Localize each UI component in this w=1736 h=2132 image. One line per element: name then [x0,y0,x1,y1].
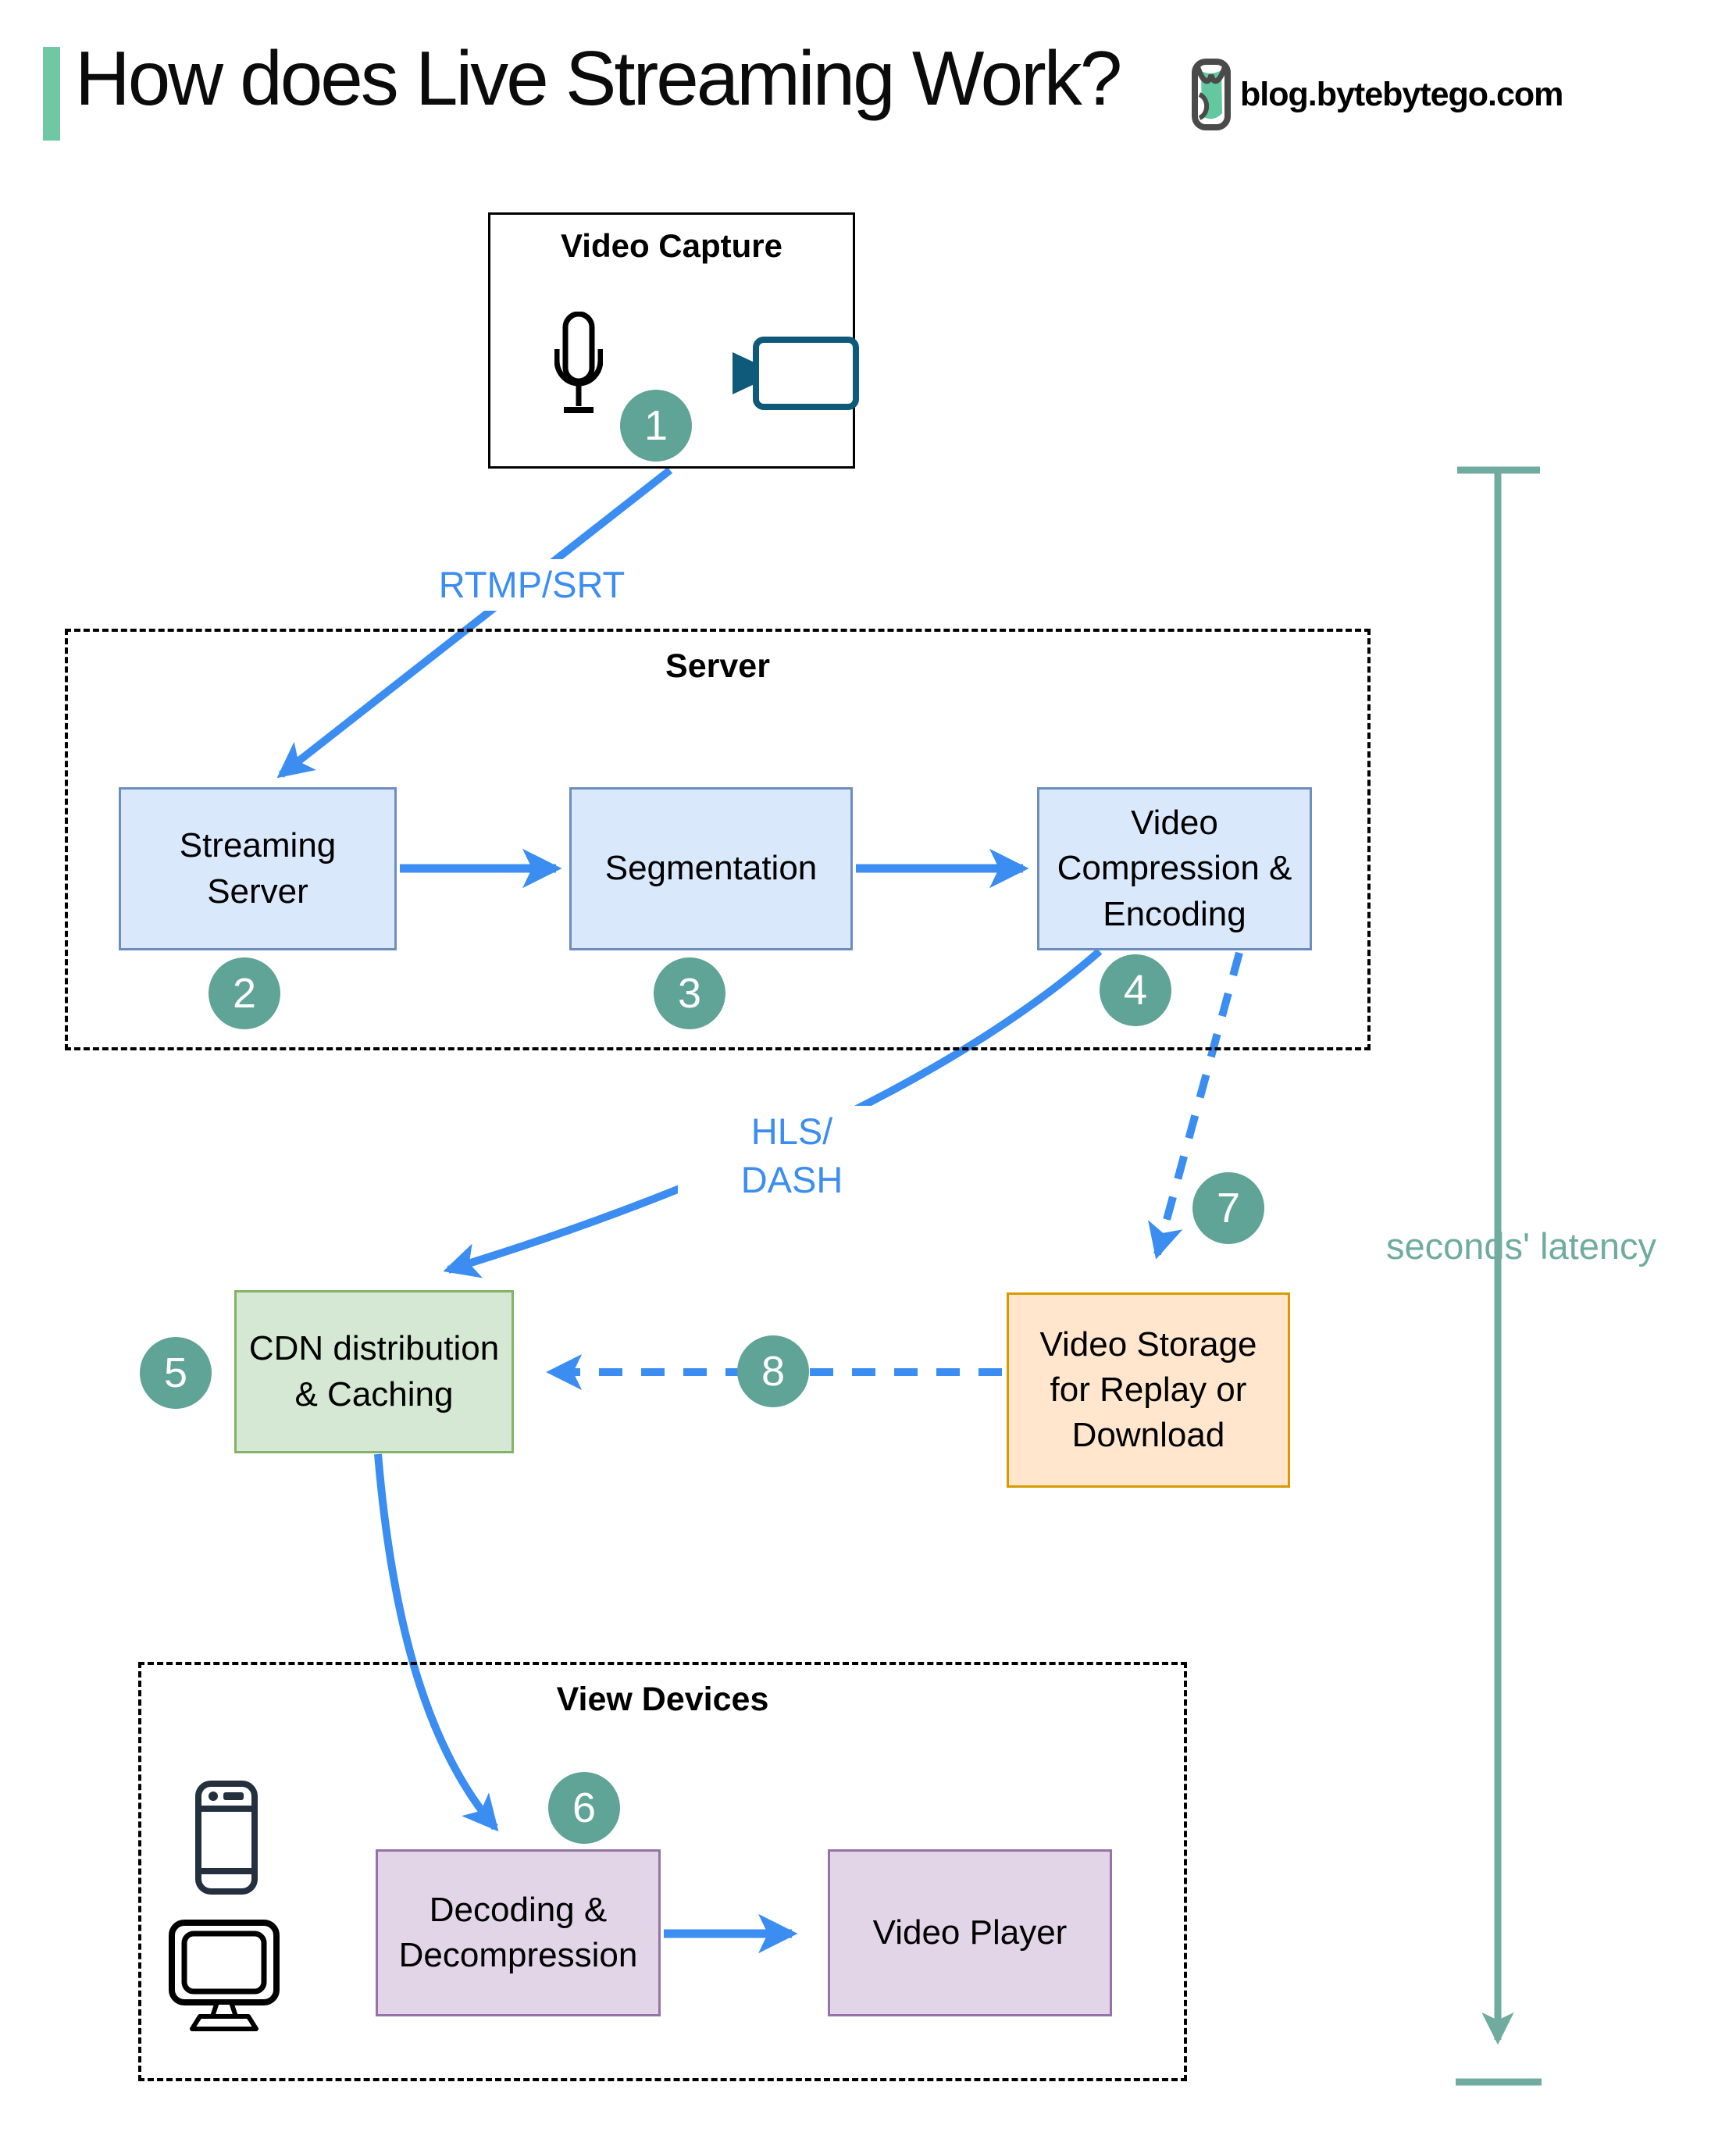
step-circle-3: 3 [654,957,725,1029]
smartphone-icon [195,1781,258,1895]
step-circle-6: 6 [548,1772,620,1844]
step-circle-8: 8 [737,1335,809,1407]
brand: blog.bytebytego.com [1192,58,1563,131]
view-devices-group-title: View Devices [556,1681,769,1718]
view-devices-group-box: View Devices [138,1662,1187,2081]
video-player-node: Video Player [828,1849,1112,2016]
video-storage-node: Video Storage for Replay or Download [1007,1292,1290,1488]
step-circle-4: 4 [1100,954,1171,1026]
segmentation-label: Segmentation [604,849,818,888]
video-capture-title: Video Capture [561,227,782,264]
monitor-icon [169,1920,280,2031]
segmentation-node: Segmentation [569,787,853,950]
step-circle-1: 1 [620,390,692,462]
decoding-label: Decoding & Decompression [398,1890,638,1974]
arrow-rtmp [276,467,673,779]
streaming-server-node: Streaming Server [119,787,397,950]
decoding-node: Decoding & Decompression [376,1849,661,2016]
microphone-icon [554,312,603,413]
server-group-title: Server [665,647,770,685]
step-circle-7: 7 [1192,1172,1264,1244]
arrow-compression-to-storage [1148,951,1243,1260]
page-title: How does Live Streaming Work? [75,35,1122,121]
brand-url: blog.bytebytego.com [1240,75,1563,113]
streaming-server-label: Streaming Server [179,826,337,911]
hls-dash-label: HLS/ DASH [678,1106,906,1207]
video-storage-label: Video Storage for Replay or Download [1039,1324,1257,1455]
latency-label: seconds' latency [1385,1225,1656,1267]
bytebytego-logo-icon [1192,59,1231,130]
step-circle-2: 2 [209,957,280,1029]
title-accent-bar [43,47,60,141]
cdn-node: CDN distribution & Caching [234,1290,514,1453]
step-circle-5: 5 [140,1337,212,1409]
rtmp-srt-label: RTMP/SRT [390,559,673,611]
video-compression-node: Video Compression & Encoding [1037,787,1312,950]
video-compression-label: Video Compression & Encoding [1057,804,1292,933]
server-group-box: Server [65,629,1371,1050]
cdn-label: CDN distribution & Caching [248,1329,500,1414]
video-player-label: Video Player [872,1913,1068,1952]
video-camera-icon [733,337,859,410]
